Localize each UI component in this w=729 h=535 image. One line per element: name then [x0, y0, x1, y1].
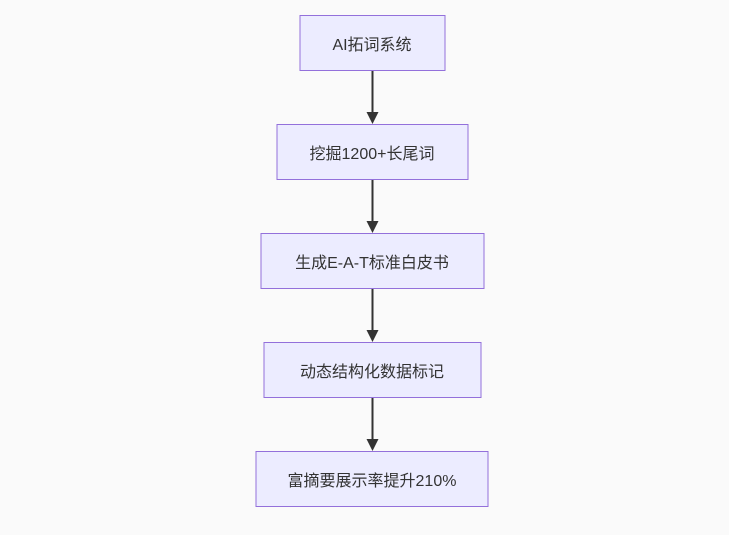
flow-node-label: 生成E-A-T标准白皮书: [295, 255, 449, 272]
arrow-line: [371, 180, 373, 221]
flow-node-generate-eat-whitepaper: 生成E-A-T标准白皮书: [260, 233, 484, 289]
arrowhead-down-icon: [366, 221, 378, 233]
flow-node-label: 挖掘1200+长尾词: [309, 146, 435, 163]
arrow-line: [371, 71, 373, 112]
flow-node-dynamic-structured-data-markup: 动态结构化数据标记: [263, 342, 481, 398]
flow-node-ai-word-expansion-system: AI拓词系统: [299, 15, 445, 71]
flow-arrow-3-4: [366, 289, 378, 342]
arrow-line: [371, 398, 373, 439]
flow-node-rich-snippet-rate-increase: 富摘要展示率提升210%: [255, 451, 489, 507]
arrowhead-down-icon: [366, 330, 378, 342]
flowchart: AI拓词系统 挖掘1200+长尾词 生成E-A-T标准白皮书 动态结构化数据标记: [255, 15, 489, 507]
flow-arrow-2-3: [366, 180, 378, 233]
arrowhead-down-icon: [366, 112, 378, 124]
arrowhead-down-icon: [366, 439, 378, 451]
arrow-line: [371, 289, 373, 330]
flow-node-label: 动态结构化数据标记: [299, 364, 444, 381]
flow-node-label: 富摘要展示率提升210%: [287, 473, 457, 490]
flow-node-label: AI拓词系统: [332, 37, 412, 54]
flow-node-mine-longtail-keywords: 挖掘1200+长尾词: [276, 124, 468, 180]
flow-arrow-4-5: [366, 398, 378, 451]
flow-arrow-1-2: [366, 71, 378, 124]
